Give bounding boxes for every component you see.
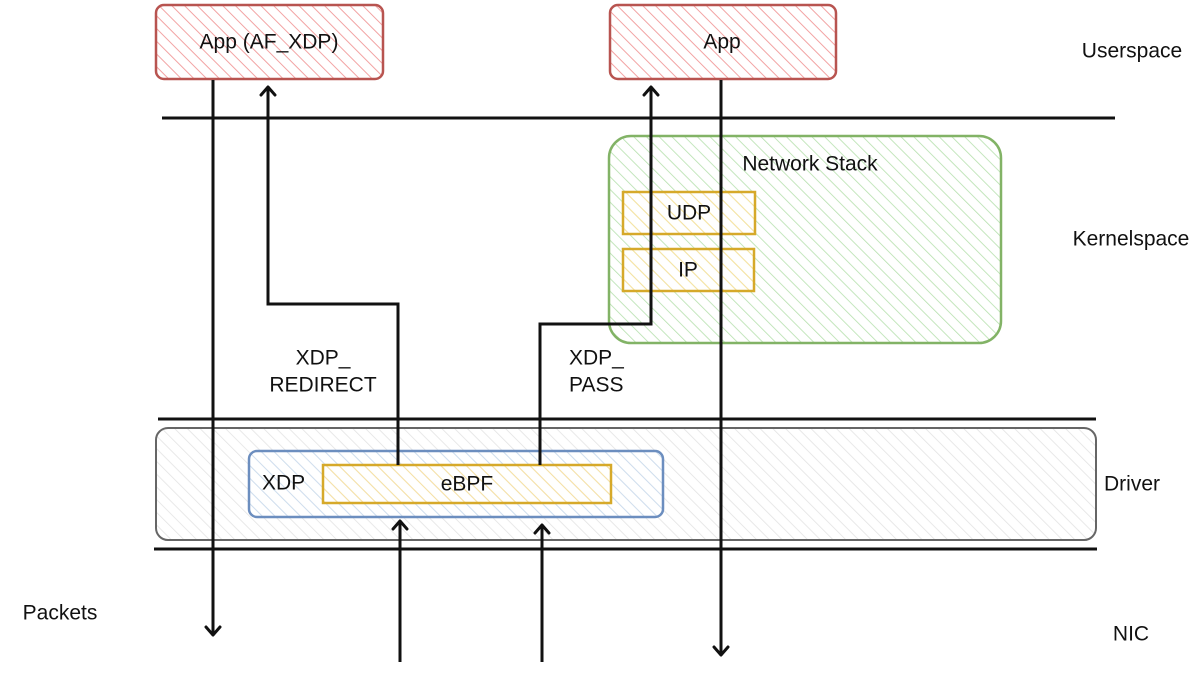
- userspace-layer-label: Userspace: [1081, 39, 1183, 63]
- nic-layer-label: NIC: [1112, 622, 1150, 646]
- xdp-pass-label-line2: PASS: [569, 373, 624, 397]
- app-af-xdp-label: App (AF_XDP): [199, 30, 339, 54]
- udp-label: UDP: [666, 201, 712, 225]
- xdp-redirect-label-line2: REDIRECT: [269, 373, 377, 397]
- ip-box: [621, 247, 756, 293]
- app-label: App: [703, 30, 741, 54]
- ebpf-label: eBPF: [440, 472, 494, 496]
- app-af-xdp-box: [154, 3, 385, 81]
- xdp-pass-label-line1: XDP_: [569, 346, 624, 370]
- xdp-redirect-label-line1: XDP_: [295, 346, 351, 370]
- driver-layer-label: Driver: [1104, 472, 1160, 496]
- packets-label: Packets: [22, 601, 98, 625]
- xdp-redirect-arrow: [259, 85, 400, 465]
- xdp-label: XDP: [262, 471, 306, 495]
- ip-label: IP: [678, 258, 698, 282]
- app-box: [608, 3, 838, 81]
- ebpf-box: [321, 463, 613, 505]
- xdp-pass-arrow: [538, 85, 660, 465]
- kernelspace-layer-label: Kernelspace: [1072, 227, 1190, 251]
- udp-box: [621, 190, 757, 236]
- network-stack-label: Network Stack: [742, 152, 878, 176]
